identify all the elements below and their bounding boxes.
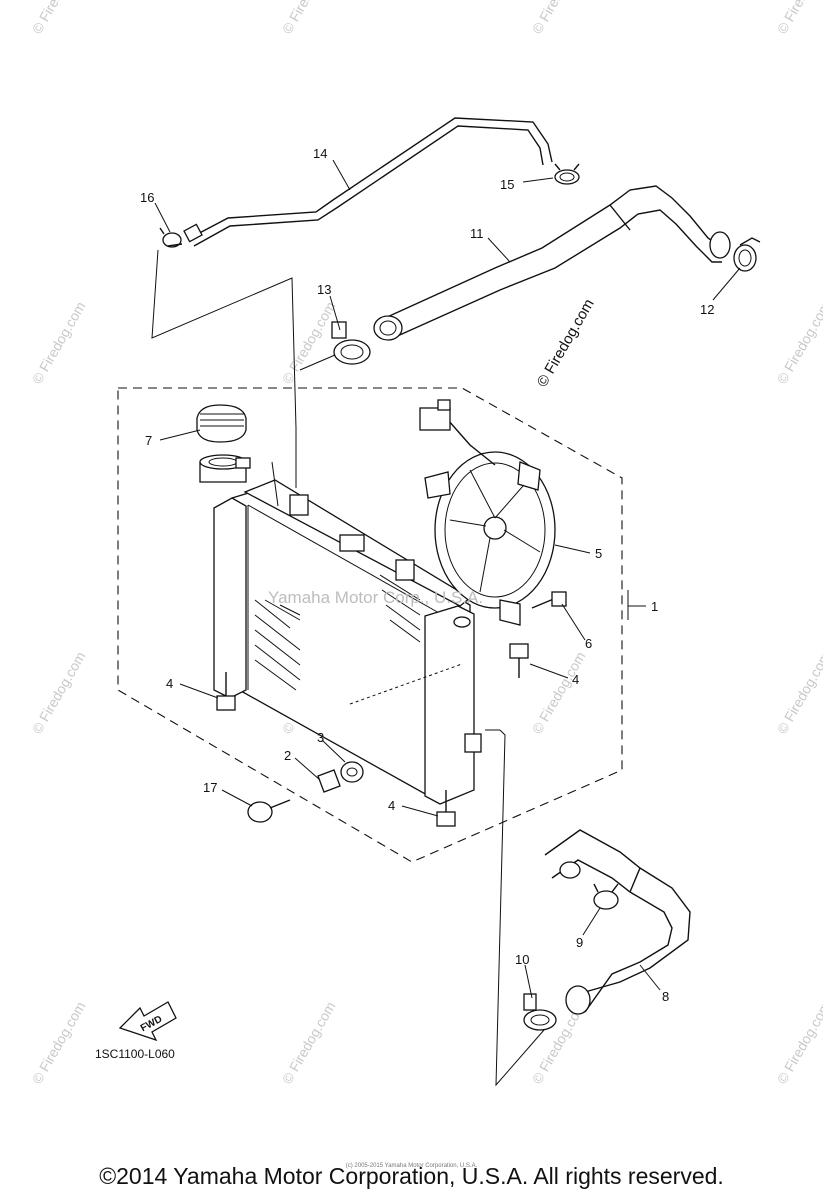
diagram-code: 1SC1100-L060 — [95, 1047, 175, 1061]
firedog-watermark-dark: © Firedog.com — [534, 296, 598, 390]
center-watermark: Yamaha Motor Corp., U.S.A. — [268, 588, 483, 607]
cooling-fan — [419, 399, 556, 626]
callout-11: 11 — [470, 226, 484, 241]
callout-15: 15 — [500, 177, 514, 192]
watermark: © Firedog.com — [29, 999, 89, 1087]
callout-8: 8 — [662, 989, 669, 1004]
watermark: © Firedog.com — [29, 649, 89, 737]
watermark: © Firedog.com — [774, 649, 823, 737]
callout-1: 1 — [651, 599, 658, 614]
reference-lines — [151, 249, 545, 1087]
clip-15 — [554, 163, 580, 185]
watermark: © Firedog.com — [279, 999, 339, 1087]
watermark: © Firedog.com — [29, 0, 89, 36]
callout-16: 16 — [140, 190, 154, 205]
watermark: © Firedog.com — [774, 999, 823, 1087]
bolt-17 — [247, 799, 291, 823]
hose-clamp-12 — [733, 237, 761, 272]
breather-pipe — [183, 117, 553, 247]
small-copyright: (c) 2005-2015 Yamaha Motor Corporation, … — [345, 1163, 478, 1169]
hose-clamp-9 — [593, 883, 619, 910]
radiator-cap — [196, 404, 251, 483]
callout-7: 7 — [145, 433, 152, 448]
clip-16 — [159, 227, 183, 248]
copyright-notice: ©2014 Yamaha Motor Corporation, U.S.A. A… — [99, 1163, 724, 1189]
watermarks: © Firedog.com © Firedog.com © Firedog.co… — [29, 0, 823, 1087]
grommet-3 — [340, 761, 364, 783]
callout-4: 4 — [572, 672, 579, 687]
callout-numbers: 14 15 16 11 12 13 7 5 1 6 4 4 2 3 17 4 9… — [140, 146, 714, 1004]
callout-12: 12 — [700, 302, 714, 317]
watermark: © Firedog.com — [529, 0, 589, 36]
callout-4: 4 — [166, 676, 173, 691]
lower-radiator-hose — [544, 829, 691, 1015]
watermark: © Firedog.com — [774, 0, 823, 36]
callout-3: 3 — [317, 730, 324, 745]
collar-2 — [317, 769, 341, 793]
callout-13: 13 — [317, 282, 331, 297]
callout-9: 9 — [576, 935, 583, 950]
callout-2: 2 — [284, 748, 291, 763]
hose-clamp-13 — [331, 321, 371, 365]
watermark: © Firedog.com — [279, 0, 339, 36]
bolt-4b — [509, 643, 529, 678]
callout-10: 10 — [515, 952, 529, 967]
radiator — [213, 479, 482, 805]
leader-lines — [154, 159, 741, 999]
watermark: © Firedog.com — [279, 299, 339, 387]
fwd-arrow: FWD — [118, 1001, 177, 1042]
bolt-4a — [216, 672, 236, 711]
bolt-4c — [436, 790, 456, 827]
upper-radiator-hose — [373, 185, 731, 341]
watermark: © Firedog.com — [529, 649, 589, 737]
callout-17: 17 — [203, 780, 217, 795]
callout-6: 6 — [585, 636, 592, 651]
watermark: © Firedog.com — [774, 299, 823, 387]
callout-4: 4 — [388, 798, 395, 813]
callout-5: 5 — [595, 546, 602, 561]
bolt-6 — [531, 591, 567, 609]
watermark: © Firedog.com — [29, 299, 89, 387]
hose-clamp-10 — [523, 993, 557, 1031]
callout-14: 14 — [313, 146, 327, 161]
